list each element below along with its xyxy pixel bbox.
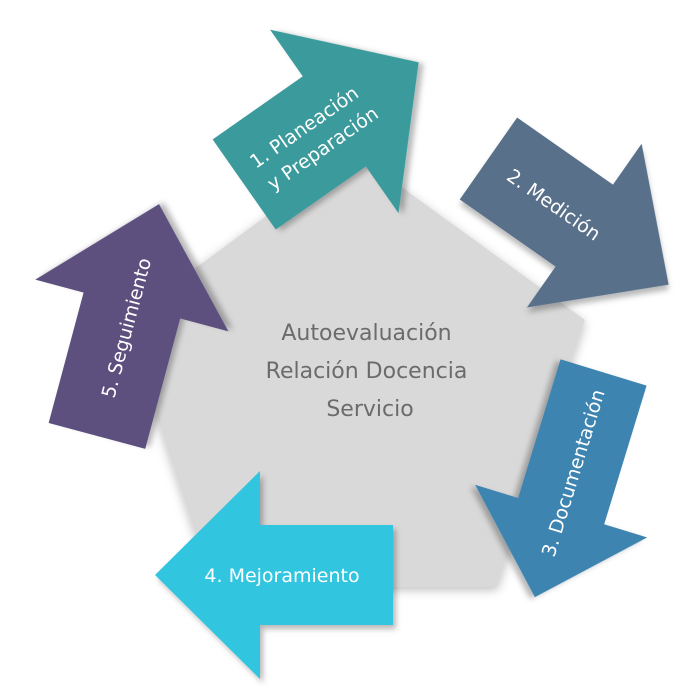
center-title: Autoevaluación Relación Docencia Servici… [266, 321, 475, 422]
center-pentagon [125, 152, 585, 587]
step-arrow-4: 4. Mejoramiento [155, 471, 393, 679]
step-arrow-2: 2. Medición [459, 117, 669, 308]
step-arrow-5: 5. Seguimiento [35, 204, 229, 449]
step-arrow-3: 3. Documentación [475, 359, 648, 598]
step-label-4: 4. Mejoramiento [204, 565, 359, 587]
